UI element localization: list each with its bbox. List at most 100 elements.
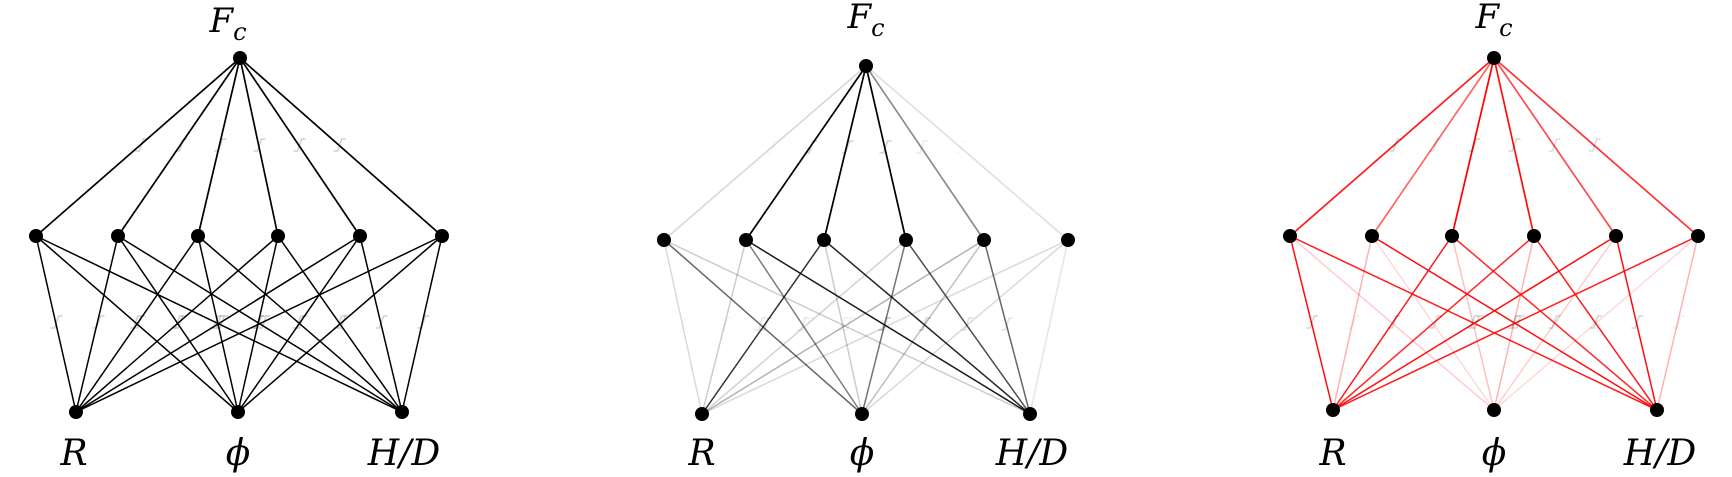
connection-line xyxy=(861,239,1069,415)
network-node xyxy=(69,405,83,419)
network-node xyxy=(271,229,285,243)
connection-line xyxy=(117,57,241,237)
activation-glyph xyxy=(920,317,933,331)
activation-glyph xyxy=(1429,138,1442,152)
network-node xyxy=(657,233,671,247)
connection-line xyxy=(35,235,403,413)
connection-line xyxy=(1332,235,1453,411)
network-node xyxy=(1326,403,1340,417)
connection-line xyxy=(35,235,239,413)
activation-glyph xyxy=(754,317,767,331)
connection-line xyxy=(117,235,403,413)
connection-line xyxy=(1289,57,1495,237)
network-node xyxy=(855,407,869,421)
connection-line xyxy=(237,235,279,413)
connection-line xyxy=(865,65,907,241)
connection-line xyxy=(701,239,747,415)
activation-glyph xyxy=(797,317,809,331)
input-label-phi-middle: ϕ xyxy=(850,433,875,474)
activation-glyph xyxy=(1548,138,1561,152)
connection-line xyxy=(239,57,279,237)
connection-line xyxy=(359,235,403,413)
connection-line xyxy=(1332,235,1535,411)
activation-glyph xyxy=(1471,315,1484,329)
edges-left xyxy=(35,57,443,413)
connection-line xyxy=(1371,235,1658,411)
network-panel-left: Fc R ϕ H/D xyxy=(29,1,449,474)
connection-line xyxy=(745,65,867,241)
activation-glyph xyxy=(878,317,891,331)
activation-glyph xyxy=(92,315,105,329)
activation-glyph xyxy=(1672,315,1685,329)
connection-line xyxy=(865,65,1069,241)
connection-line xyxy=(823,239,863,415)
connection-line xyxy=(1289,235,1334,411)
network-node xyxy=(231,405,245,419)
connection-line xyxy=(401,235,443,413)
connection-line xyxy=(823,239,1031,415)
activation-glyph xyxy=(879,140,892,154)
connection-line xyxy=(701,239,1069,415)
activation-glyph xyxy=(175,138,188,152)
activation-glyph xyxy=(50,315,63,329)
network-node xyxy=(695,407,709,421)
activation-glyph xyxy=(1468,138,1481,152)
input-label-hd-right: H/D xyxy=(1623,433,1697,474)
network-node xyxy=(435,229,449,243)
activation-glyph xyxy=(375,315,388,329)
network-node xyxy=(1023,407,1037,421)
connection-line xyxy=(1533,235,1658,411)
activation-glyph xyxy=(214,138,227,152)
network-node xyxy=(1527,229,1541,243)
activation-glyph xyxy=(805,140,818,154)
activation-glyph xyxy=(1389,138,1402,152)
connection-line xyxy=(663,239,1031,415)
connection-line xyxy=(701,239,985,415)
connection-line xyxy=(239,57,361,237)
activation-glyph xyxy=(960,317,973,331)
connection-line xyxy=(1289,235,1495,411)
activation-glyph xyxy=(1001,317,1014,331)
connection-line xyxy=(1371,57,1495,237)
activation-glyph xyxy=(333,315,346,329)
connection-line xyxy=(197,57,241,237)
connection-line xyxy=(1493,57,1535,237)
connection-line xyxy=(239,57,443,237)
network-node xyxy=(1061,233,1075,247)
input-label-r-right: R xyxy=(1318,433,1346,474)
network-node xyxy=(817,233,831,247)
connection-line xyxy=(861,239,985,415)
connection-line xyxy=(905,239,1031,415)
activation-glyph xyxy=(174,315,187,329)
nodes-right xyxy=(1283,51,1705,417)
connection-line xyxy=(197,235,403,413)
network-node xyxy=(29,229,43,243)
activation-glyph xyxy=(1507,315,1520,329)
network-node xyxy=(1650,403,1664,417)
network-node xyxy=(191,229,205,243)
output-label-right: Fc xyxy=(1474,0,1512,42)
activation-glyph xyxy=(295,315,308,329)
network-node xyxy=(1283,229,1297,243)
connection-line xyxy=(1656,235,1699,411)
network-node xyxy=(395,405,409,419)
network-panel-right: Fc R ϕ H/D xyxy=(1283,0,1705,474)
activation-glyph xyxy=(417,315,430,329)
connection-line xyxy=(1451,57,1495,237)
connection-line xyxy=(1289,235,1658,411)
network-node xyxy=(1487,51,1501,65)
connection-line xyxy=(35,57,241,237)
connection-line xyxy=(1615,235,1658,411)
activation-glyph xyxy=(212,315,225,329)
network-node xyxy=(1365,229,1379,243)
output-label-middle: Fc xyxy=(846,0,884,42)
network-node xyxy=(1487,403,1501,417)
activation-glyph xyxy=(253,138,266,152)
activation-glyph xyxy=(879,317,892,331)
activation-glyph xyxy=(1388,315,1401,329)
connection-line xyxy=(1029,239,1069,415)
connection-line xyxy=(75,235,279,413)
nodes-left xyxy=(29,51,449,419)
connection-line xyxy=(1371,235,1495,411)
